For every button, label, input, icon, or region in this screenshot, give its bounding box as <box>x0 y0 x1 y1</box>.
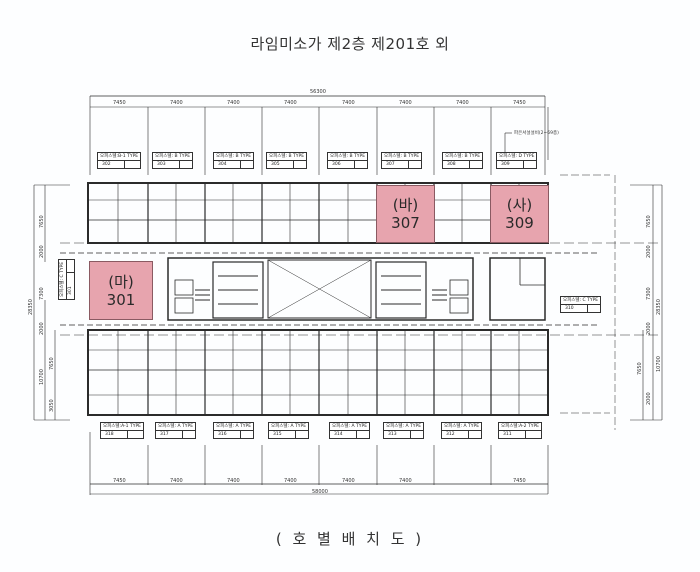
document-caption: ( 호 별 배 치 도 ) <box>275 530 425 548</box>
dim-top-bay: 7400 <box>227 100 240 106</box>
dim-bottom-bay: 7450 <box>513 478 526 484</box>
dim-right-upper: 7650 <box>646 215 652 228</box>
highlight-unit-number: 309 <box>505 214 534 232</box>
dim-right-corridor: 2000 <box>646 245 652 258</box>
dim-right-sub: 10700 <box>656 356 662 372</box>
dim-left-corridor: 2000 <box>39 245 45 258</box>
dim-top-bay: 7400 <box>399 100 412 106</box>
dim-bottom-bay: 7450 <box>113 478 126 484</box>
dim-top-total: 56300 <box>310 89 326 95</box>
dim-left-upper: 7650 <box>39 215 45 228</box>
dim-right-lower-a: 7650 <box>637 362 643 375</box>
dim-right-corridor: 2000 <box>646 322 652 335</box>
dim-bottom-bay: 7400 <box>399 478 412 484</box>
dim-bottom-bay: 7400 <box>170 478 183 484</box>
dim-left-sub: 10700 <box>39 369 45 385</box>
dim-top-bay: 7450 <box>513 100 526 106</box>
highlight-label: (바) <box>392 196 419 214</box>
highlight-unit-number: 301 <box>106 290 136 309</box>
highlight-unit-number: 307 <box>391 214 420 232</box>
dim-left-lower-b: 3050 <box>49 399 55 412</box>
document-title: 라임미소가 제2층 제201호 외 <box>250 35 450 53</box>
dim-top-bay: 7400 <box>284 100 297 106</box>
dim-bottom-bay: 7400 <box>227 478 240 484</box>
highlight-unit-307: (바) 307 <box>376 185 435 243</box>
dim-top-bay: 7400 <box>342 100 355 106</box>
dim-left-total: 28350 <box>28 299 34 315</box>
dim-bottom-bay: 7400 <box>342 478 355 484</box>
highlight-unit-309: (사) 309 <box>490 185 549 243</box>
dim-top-bay: 7400 <box>456 100 469 106</box>
facility-note: 파은서설설비(2~69층) <box>514 131 559 136</box>
dim-top-bay: 7450 <box>113 100 126 106</box>
highlight-label: (마) <box>108 272 134 291</box>
dim-right-core: 7300 <box>646 287 652 300</box>
dim-top-bay: 7400 <box>170 100 183 106</box>
dim-left-lower-a: 7650 <box>49 357 55 370</box>
highlight-unit-301: (마) 301 <box>89 261 153 320</box>
dim-right-total: 28350 <box>656 299 662 315</box>
dim-bottom-total: 58000 <box>312 489 328 495</box>
dim-left-corridor: 2000 <box>39 322 45 335</box>
dim-bottom-bay: 7400 <box>284 478 297 484</box>
dim-right-lower-b: 2000 <box>646 392 652 405</box>
dim-left-core: 7300 <box>39 287 45 300</box>
highlight-label: (사) <box>506 196 533 214</box>
